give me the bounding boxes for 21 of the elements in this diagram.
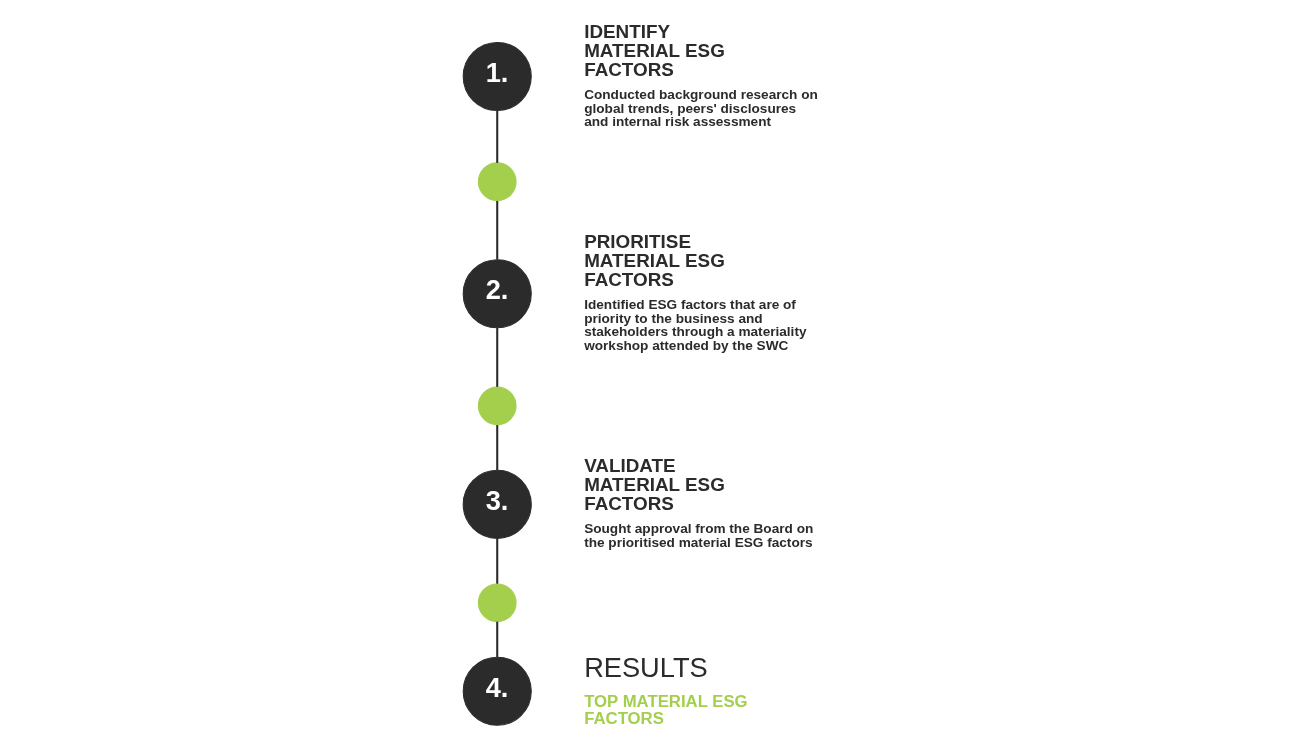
node-label: Identified ESG factors that are of priority to the business and stakeholders through a materiality workshop attended by the SWC <box>584 296 807 353</box>
node-circle <box>477 386 517 426</box>
node-label: TOP MATERIAL ESG FACTORS <box>584 691 748 728</box>
node-label: Sought approval from the Board on the prioritised material ESG factors <box>584 521 814 550</box>
node-label: PRIORITISE MATERIAL ESG FACTORS <box>584 231 725 290</box>
node-label: Conducted background research on global trends, peers' disclosures and internal risk assessment <box>584 86 818 130</box>
node-circle: 3. <box>462 469 532 539</box>
node-label: IDENTIFY MATERIAL ESG FACTORS <box>584 21 725 80</box>
connector <box>496 425 499 470</box>
node-circle <box>477 162 517 202</box>
connector <box>496 110 499 163</box>
node-circle: 2. <box>462 259 532 329</box>
node-circle: 1. <box>462 41 532 112</box>
connector <box>496 200 499 260</box>
node-circle <box>477 583 517 623</box>
node-label: VALIDATE MATERIAL ESG FACTORS <box>584 455 725 514</box>
node-circle: 4. <box>462 656 532 726</box>
node-label: RESULTS <box>584 652 708 684</box>
connector <box>496 621 499 657</box>
connector <box>496 327 499 387</box>
connector <box>496 538 499 584</box>
